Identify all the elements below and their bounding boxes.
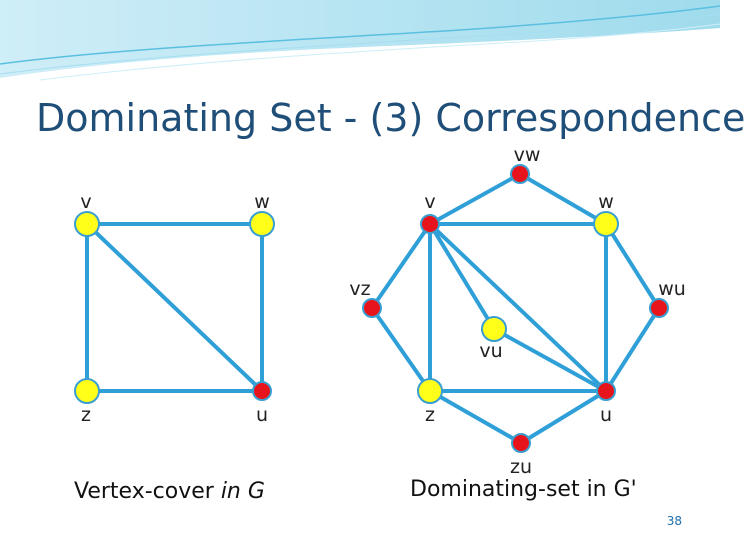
graph-gp-vertex-vu <box>481 316 507 342</box>
header-wave-decoration <box>0 0 721 81</box>
graph-gp-vertex-label-zu: zu <box>509 456 533 478</box>
graph-gp-edge-zu-u <box>519 389 608 445</box>
graphs-canvas <box>74 164 669 453</box>
slide: Dominating Set - (3) Correspondence v w … <box>0 0 745 528</box>
graph-gp-vertex-label-wu: wu <box>658 278 686 300</box>
graph-gp-vertex-label-vz: vz <box>349 278 371 300</box>
graph-gp-vertex-label-vw: vw <box>513 144 541 166</box>
graph-gp-vertex-label-u: u <box>599 404 613 426</box>
graph-g-vertex-z <box>74 378 100 404</box>
graph-gp-vertex-wu <box>649 298 669 318</box>
graph-g-caption: Vertex-cover in G <box>74 479 265 504</box>
graph-gp-edge-v-u <box>428 222 608 393</box>
graph-g-caption-text: Vertex-cover <box>74 479 221 504</box>
graph-gp-vertex-label-z: z <box>425 404 435 426</box>
graph-g-caption-italic: in G <box>220 479 265 504</box>
graph-gp-edge-v-vu <box>428 222 496 331</box>
graph-g-vertex-label-z: z <box>81 404 91 426</box>
graph-g-vertex-label-v: v <box>80 191 92 213</box>
graph-gp-vertex-label-w: w <box>598 191 614 213</box>
graph-g-edge-v-u <box>85 222 264 393</box>
graph-gp-edge-z-zu <box>428 389 523 445</box>
graph-g-vertex-w <box>249 211 275 237</box>
page-number: 38 <box>666 514 682 528</box>
graph-gp-vertex-v <box>420 214 440 234</box>
graph-gp-vertex-label-v: v <box>424 191 436 213</box>
graph-g-vertex-label-w: w <box>254 191 270 213</box>
graph-gp-vertex-z <box>417 378 443 404</box>
graph-gp-vertex-label-vu: vu <box>479 340 503 362</box>
graph-g-vertex-u <box>252 381 272 401</box>
slide-title: Dominating Set - (3) Correspondence <box>36 96 745 140</box>
graph-g-vertex-label-u: u <box>255 404 269 426</box>
graph-gp-edge-vu-u <box>492 327 608 393</box>
graph-gp-caption: Dominating-set in G' <box>410 477 637 502</box>
graph-gp-edge-wu-u <box>604 306 661 393</box>
graph-gp-edge-v-vz <box>370 222 432 310</box>
graph-gp-vertex-vz <box>362 298 382 318</box>
graph-gp-edge-vz-z <box>370 306 432 393</box>
graph-gp-edge-v-vw <box>428 172 522 226</box>
graph-gp-edge-vw-w <box>518 172 608 226</box>
graph-g-vertex-v <box>74 211 100 237</box>
graph-gp-vertex-zu <box>511 433 531 453</box>
graph-gp-vertex-vw <box>510 164 530 184</box>
graph-gp-vertex-u <box>596 381 616 401</box>
graph-gp-edge-w-wu <box>604 222 661 310</box>
graph-gp-vertex-w <box>593 211 619 237</box>
